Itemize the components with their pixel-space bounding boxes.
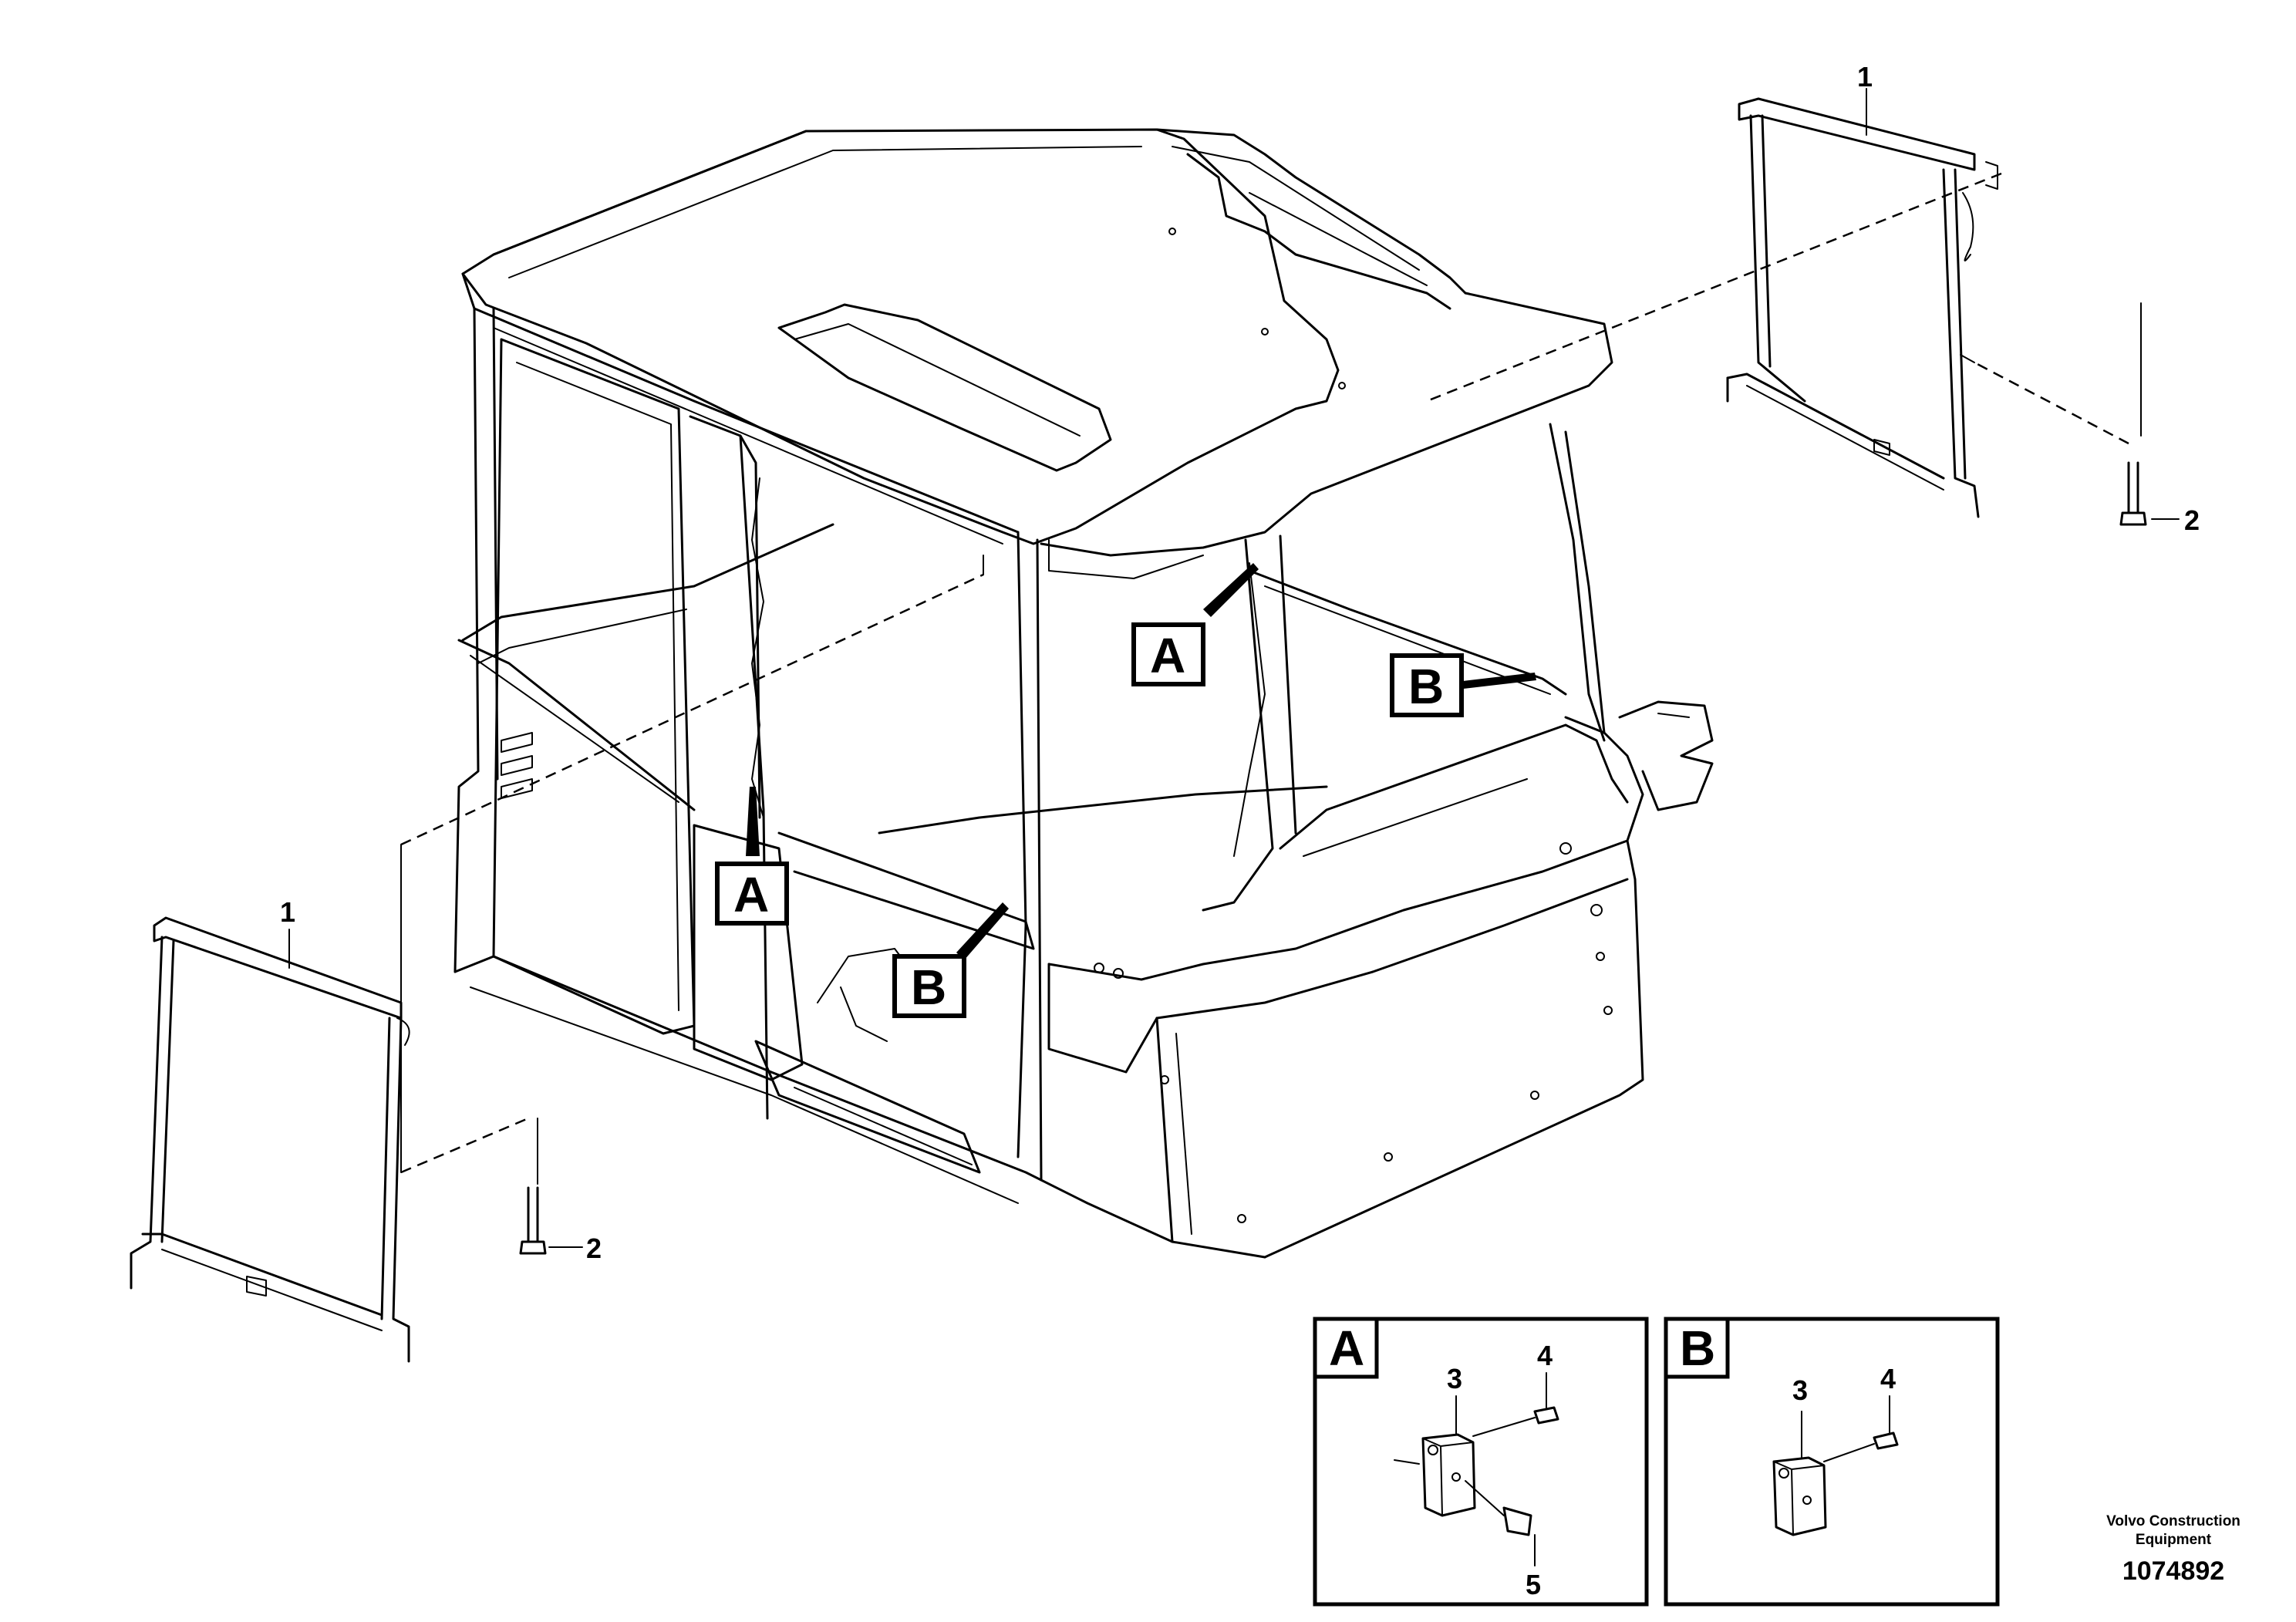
cab-illustration bbox=[453, 128, 1714, 1259]
drawing-number: 1074892 bbox=[2122, 1556, 2224, 1586]
ref-a-upper: A bbox=[1150, 628, 1185, 683]
detail-a-letter: A bbox=[1329, 1320, 1364, 1376]
callout-part1-right: 1 bbox=[1857, 61, 1873, 93]
ref-b-upper: B bbox=[1408, 659, 1444, 714]
footer: Volvo Construction Equipment 1074892 bbox=[2106, 1513, 2240, 1586]
sunshade-left bbox=[130, 555, 984, 1363]
detail-b-letter: B bbox=[1680, 1320, 1715, 1376]
brand-line-2: Equipment bbox=[2136, 1532, 2212, 1548]
callout-part1-left: 1 bbox=[280, 896, 295, 928]
callouts: 1 2 1 2 bbox=[280, 61, 2200, 1264]
ref-b-lower: B bbox=[911, 959, 946, 1015]
sunshade-right bbox=[1426, 97, 2147, 526]
detail-b-panel: B 3 4 bbox=[1664, 1317, 2000, 1607]
reference-markers: A B A B bbox=[715, 563, 1536, 1018]
ref-a-lower: A bbox=[733, 867, 769, 922]
detail-a-label-4: 4 bbox=[1537, 1340, 1553, 1371]
callout-part2-left: 2 bbox=[586, 1233, 602, 1264]
detail-a-panel: A 3 4 5 bbox=[1313, 1317, 1649, 1607]
brand-line-1: Volvo Construction bbox=[2106, 1513, 2240, 1529]
detail-b-label-4: 4 bbox=[1880, 1363, 1896, 1394]
detail-b-label-3: 3 bbox=[1792, 1374, 1808, 1406]
callout-part2-right: 2 bbox=[2184, 504, 2200, 536]
detail-a-label-3: 3 bbox=[1447, 1363, 1462, 1394]
detail-a-label-5: 5 bbox=[1526, 1569, 1541, 1600]
